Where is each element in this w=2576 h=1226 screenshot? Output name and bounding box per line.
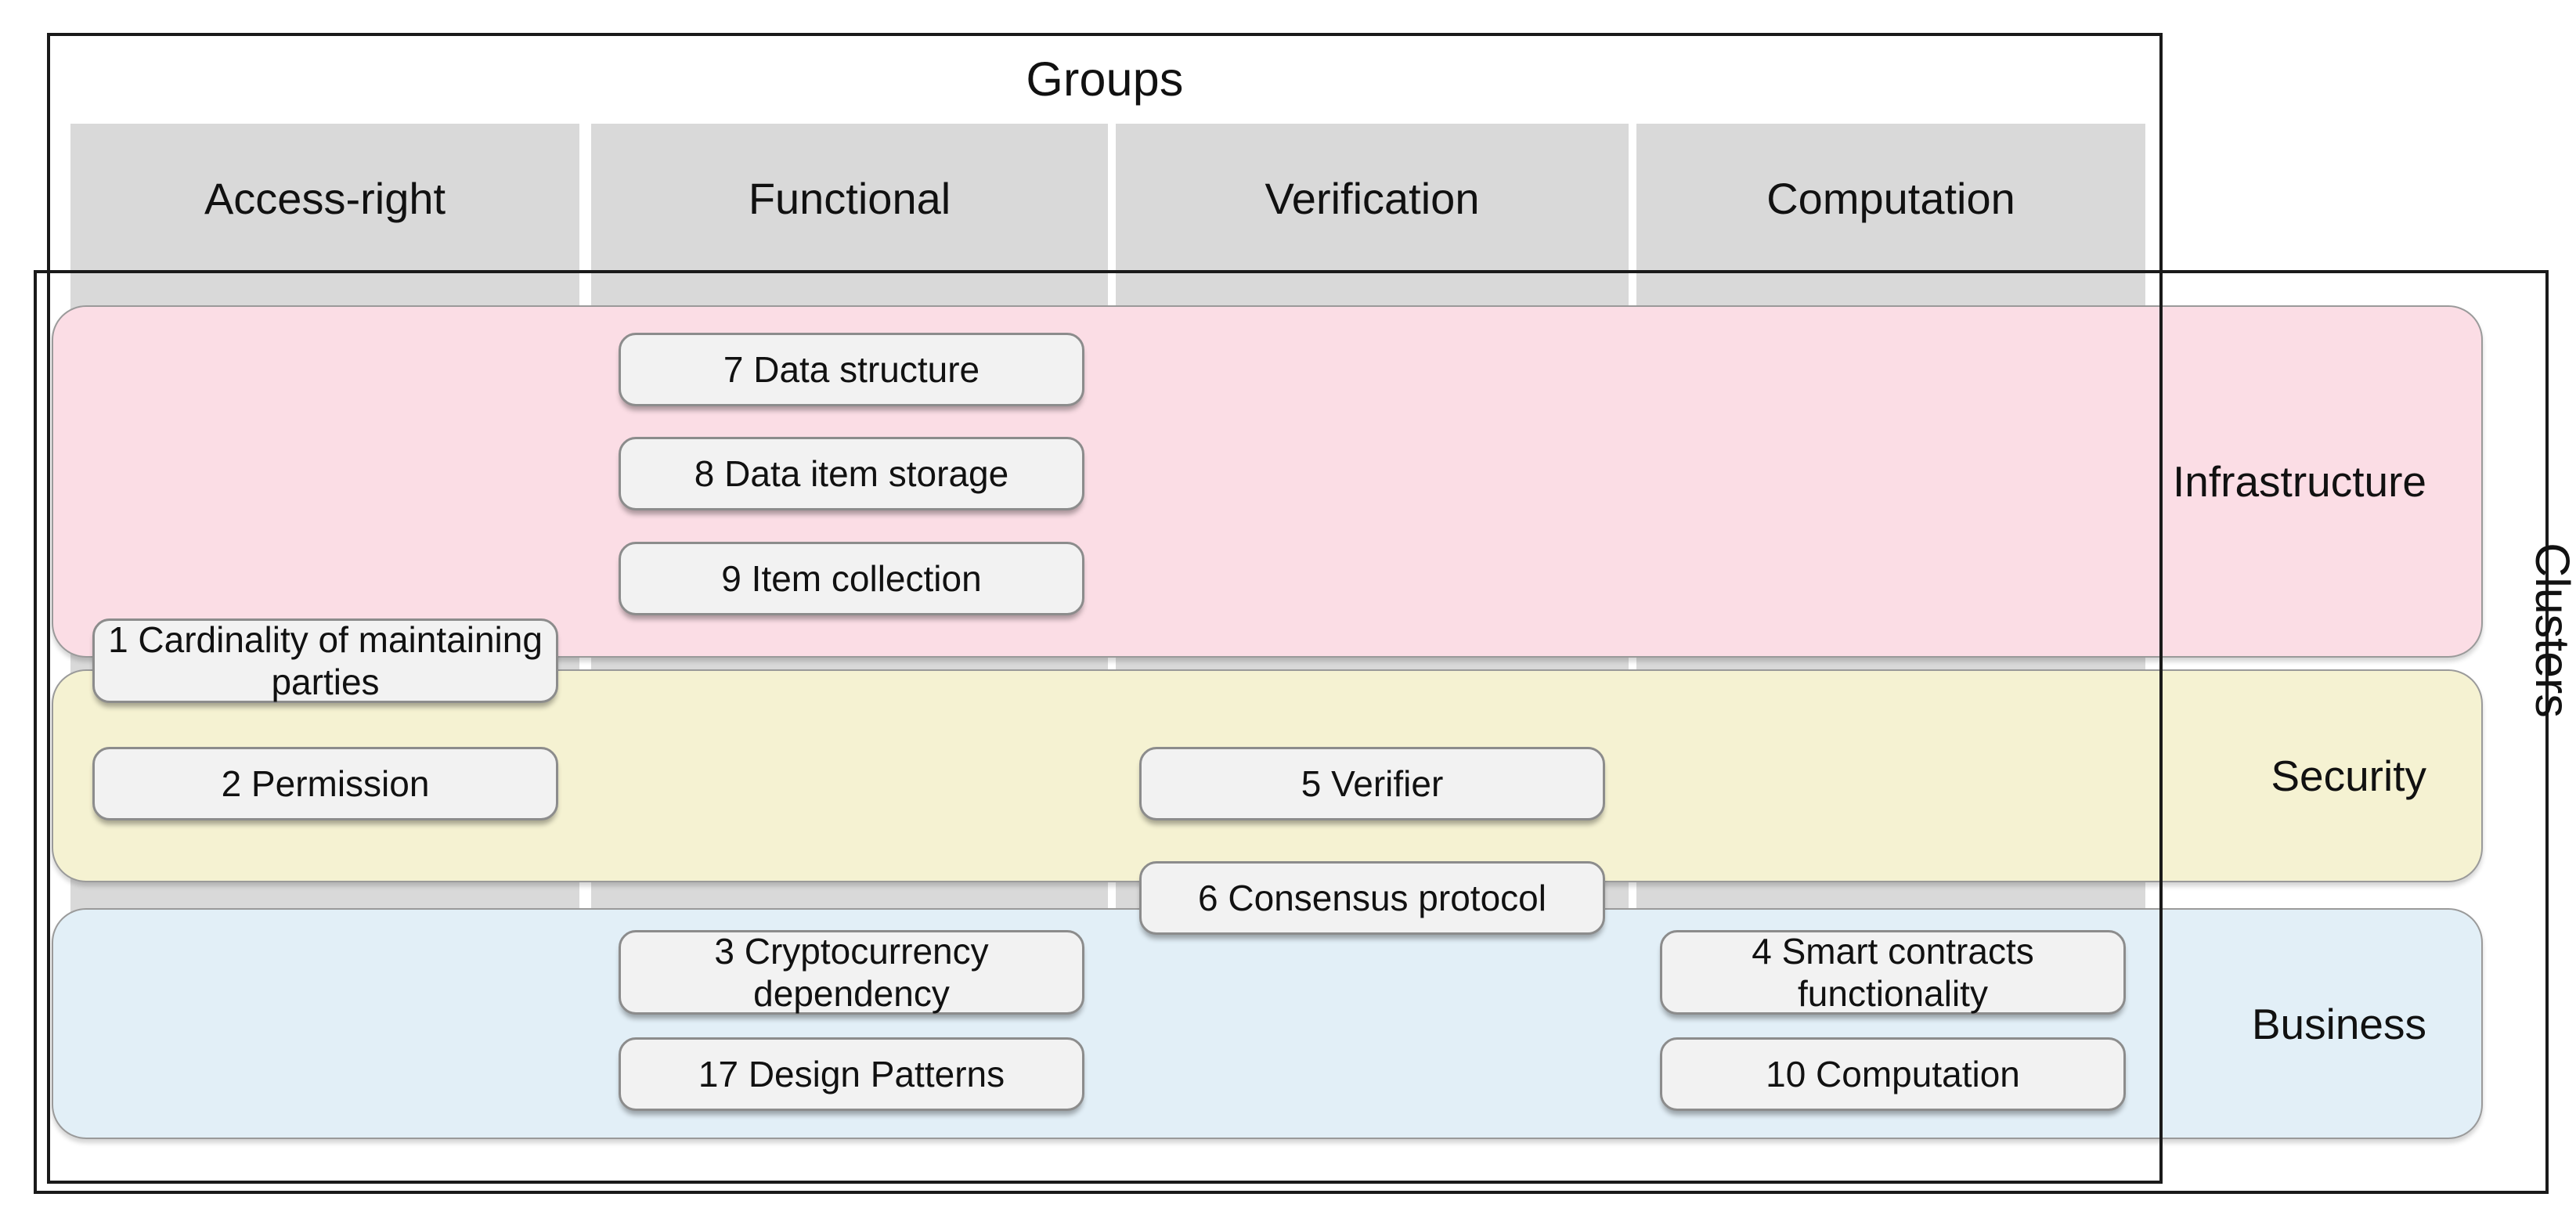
- pattern-card-label: 1 Cardinality of maintaining parties: [108, 618, 543, 702]
- pattern-card-10[interactable]: 10 Computation: [1660, 1037, 2126, 1111]
- cluster-label-security: Security: [2271, 752, 2426, 800]
- pattern-card-7[interactable]: 7 Data structure: [619, 333, 1084, 406]
- group-header-access-right: Access-right: [70, 124, 579, 272]
- group-header-label: Verification: [1265, 173, 1480, 223]
- pattern-card-1[interactable]: 1 Cardinality of maintaining parties: [92, 618, 558, 703]
- group-header-computation: Computation: [1636, 124, 2145, 272]
- groups-axis-title: Groups: [47, 38, 2163, 120]
- pattern-card-9[interactable]: 9 Item collection: [619, 542, 1084, 615]
- cluster-band-infrastructure: Infrastructure: [52, 305, 2483, 658]
- cluster-label-infrastructure: Infrastructure: [2172, 457, 2426, 506]
- pattern-card-label: 10 Computation: [1766, 1053, 2020, 1094]
- pattern-card-label: 5 Verifier: [1301, 763, 1444, 804]
- pattern-card-label: 8 Data item storage: [694, 453, 1009, 494]
- pattern-card-label: 17 Design Patterns: [698, 1053, 1005, 1094]
- cluster-label-business: Business: [2251, 999, 2426, 1048]
- pattern-card-label: 2 Permission: [221, 763, 430, 804]
- group-header-label: Access-right: [204, 173, 446, 223]
- pattern-card-6[interactable]: 6 Consensus protocol: [1139, 861, 1605, 935]
- group-header-verification: Verification: [1116, 124, 1629, 272]
- pattern-card-label: 6 Consensus protocol: [1198, 877, 1546, 918]
- pattern-card-3[interactable]: 3 Cryptocurrency dependency: [619, 930, 1084, 1015]
- pattern-card-label: 3 Cryptocurrency dependency: [714, 930, 989, 1014]
- pattern-card-17[interactable]: 17 Design Patterns: [619, 1037, 1084, 1111]
- group-header-functional: Functional: [591, 124, 1108, 272]
- pattern-card-8[interactable]: 8 Data item storage: [619, 437, 1084, 510]
- pattern-card-label: 9 Item collection: [721, 557, 982, 599]
- pattern-card-label: 4 Smart contracts functionality: [1752, 930, 2034, 1014]
- pattern-card-label: 7 Data structure: [723, 348, 980, 390]
- pattern-card-4[interactable]: 4 Smart contracts functionality: [1660, 930, 2126, 1015]
- pattern-card-2[interactable]: 2 Permission: [92, 747, 558, 820]
- groups-axis-title-text: Groups: [1026, 52, 1184, 106]
- group-header-label: Computation: [1766, 173, 2015, 223]
- pattern-card-5[interactable]: 5 Verifier: [1139, 747, 1605, 820]
- group-header-label: Functional: [748, 173, 951, 223]
- clusters-axis-frame: [34, 270, 2549, 1194]
- groups-axis-frame: [47, 33, 2163, 1184]
